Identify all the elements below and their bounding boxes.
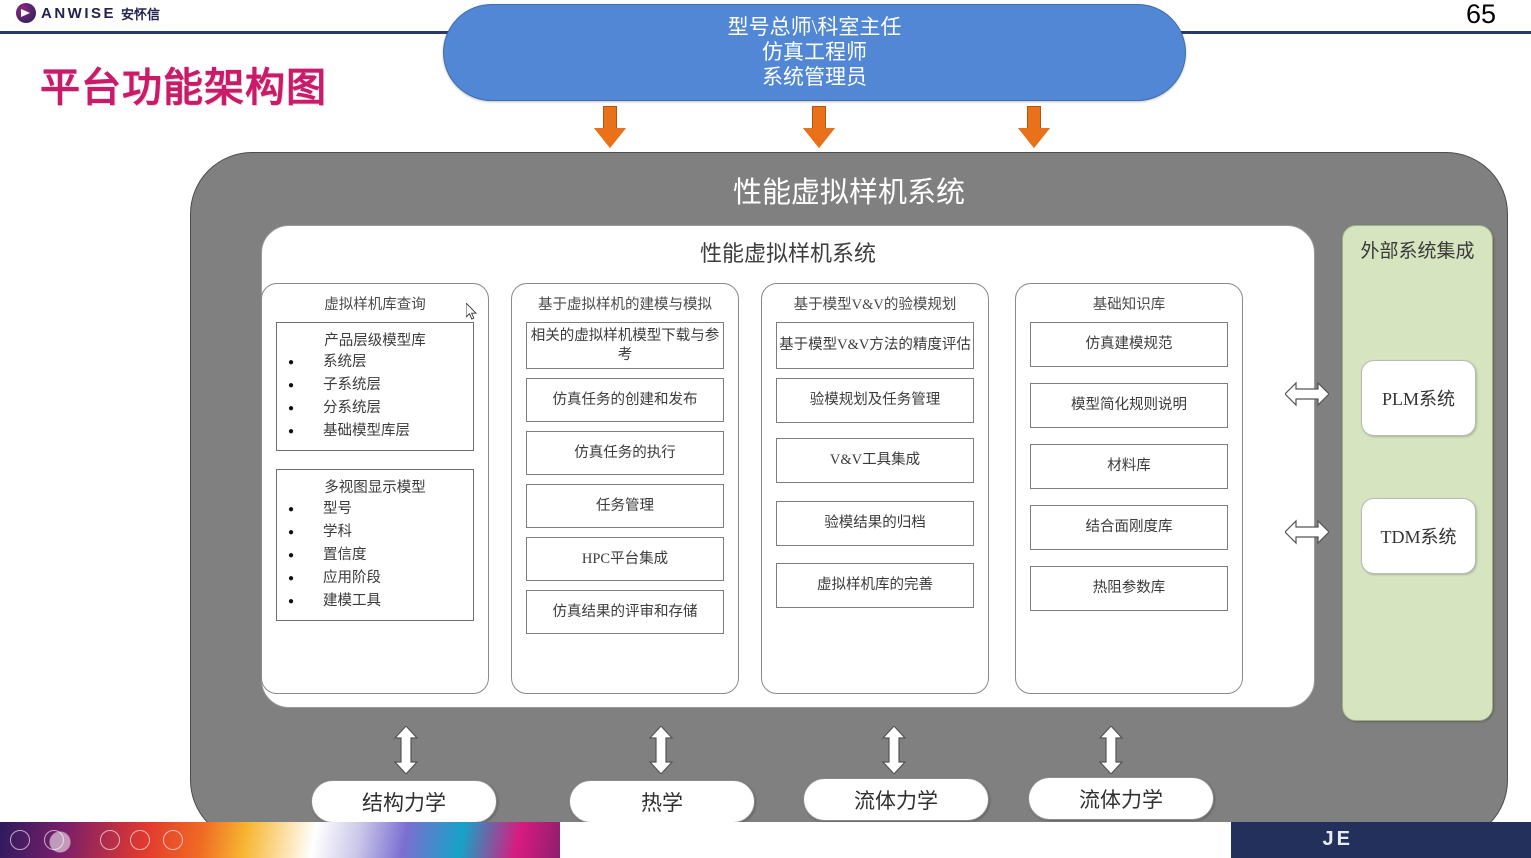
down-arrow-icon — [803, 106, 835, 148]
leaf-node[interactable]: 虚拟样机库的完善 — [776, 563, 974, 608]
external-systems-panel: 外部系统集成 PLM系统 TDM系统 — [1342, 225, 1493, 721]
leaf-node[interactable]: 验模结果的归档 — [776, 501, 974, 546]
discipline-box-structural[interactable]: 结构力学 — [311, 780, 497, 823]
brand-latin-text: ANWISE — [41, 4, 116, 22]
leaf-node[interactable]: V&V工具集成 — [776, 438, 974, 483]
left-right-arrow-icon — [1285, 381, 1329, 407]
page-title: 平台功能架构图 — [40, 66, 327, 110]
leaf-node[interactable]: 仿真结果的评审和存储 — [526, 590, 724, 634]
leaf-node[interactable]: 热阻参数库 — [1030, 566, 1228, 611]
discipline-box-fluid-2[interactable]: 流体力学 — [1028, 777, 1214, 820]
external-system-tdm[interactable]: TDM系统 — [1361, 498, 1476, 574]
column-header: 基于虚拟样机的建模与模拟 — [538, 297, 712, 313]
brand-cn-text: 安怀信 — [121, 6, 161, 22]
leaf-node[interactable]: 材料库 — [1030, 444, 1228, 489]
up-down-arrow-icon — [393, 725, 419, 775]
leaf-node[interactable]: 验模规划及任务管理 — [776, 378, 974, 423]
list-item: 基础模型库层 — [281, 420, 469, 443]
leaf-node[interactable]: 结合面刚度库 — [1030, 505, 1228, 550]
column-header: 基于模型V&V的验模规划 — [793, 297, 957, 313]
container-title: 性能虚拟样机系统 — [732, 177, 965, 209]
leaf-node[interactable]: 模型简化规则说明 — [1030, 383, 1228, 428]
leaf-node[interactable]: 基于模型V&V方法的精度评估 — [776, 322, 974, 369]
leaf-node[interactable]: 相关的虚拟样机模型下载与参考 — [526, 322, 724, 369]
list-item: 学科 — [281, 521, 469, 544]
role-line-2: 仿真工程师 — [762, 40, 867, 64]
leaf-node[interactable]: 仿真任务的执行 — [526, 431, 724, 475]
discipline-box-thermal[interactable]: 热学 — [569, 780, 755, 823]
up-down-arrow-icon — [648, 725, 674, 775]
taskbar-forward-icon[interactable] — [44, 830, 64, 850]
taskbar: JE — [0, 822, 1531, 858]
column-header: 基础知识库 — [1092, 297, 1166, 313]
list-item: 置信度 — [281, 544, 469, 567]
discipline-box-fluid-1[interactable]: 流体力学 — [803, 778, 989, 821]
left-right-arrow-icon — [1285, 519, 1329, 545]
leaf-node[interactable]: 仿真任务的创建和发布 — [526, 378, 724, 422]
column-header: 虚拟样机库查询 — [324, 297, 426, 313]
anwise-logo: ANWISE 安怀信 — [16, 3, 160, 23]
taskbar-background — [560, 822, 1231, 858]
group-title: 多视图显示模型 — [324, 480, 426, 496]
column-virtual-prototype-query[interactable]: 虚拟样机库查询 产品层级模型库 系统层 子系统层 分系统层 基础模型库层 多视图… — [261, 283, 489, 694]
leaf-node[interactable]: 任务管理 — [526, 484, 724, 528]
column-modeling-simulation[interactable]: 基于虚拟样机的建模与模拟 相关的虚拟样机模型下载与参考 仿真任务的创建和发布 仿… — [511, 283, 739, 694]
list-item: 建模工具 — [281, 590, 469, 613]
role-line-3: 系统管理员 — [762, 65, 867, 89]
external-system-plm[interactable]: PLM系统 — [1361, 360, 1476, 436]
external-systems-title: 外部系统集成 — [1360, 241, 1475, 262]
roles-box: 型号总师\科室主任 仿真工程师 系统管理员 — [443, 4, 1186, 101]
list-item: 分系统层 — [281, 397, 469, 420]
down-arrow-icon — [1018, 106, 1050, 148]
taskbar-wallpaper-strip — [0, 822, 560, 858]
taskbar-home-icon[interactable] — [100, 830, 120, 850]
inner-panel-title: 性能虚拟样机系统 — [699, 241, 876, 266]
up-down-arrow-icon — [1098, 725, 1124, 775]
taskbar-back-icon[interactable] — [10, 830, 30, 850]
taskbar-partial-label: JE — [1322, 828, 1353, 850]
leaf-node[interactable]: HPC平台集成 — [526, 537, 724, 581]
taskbar-right-panel — [1231, 822, 1531, 858]
up-down-arrow-icon — [881, 725, 907, 775]
anwise-logo-icon — [16, 3, 36, 23]
list-item: 型号 — [281, 498, 469, 521]
role-line-1: 型号总师\科室主任 — [727, 15, 902, 39]
group-multiview-display-model: 多视图显示模型 型号 学科 置信度 应用阶段 建模工具 — [276, 469, 474, 621]
down-arrow-icon — [594, 106, 626, 148]
column-knowledge-base[interactable]: 基础知识库 仿真建模规范 模型简化规则说明 材料库 结合面刚度库 热阻参数库 — [1015, 283, 1243, 694]
taskbar-app-icon[interactable] — [163, 830, 183, 850]
column-vv-verification-planning[interactable]: 基于模型V&V的验模规划 基于模型V&V方法的精度评估 验模规划及任务管理 V&… — [761, 283, 989, 694]
list-item: 子系统层 — [281, 374, 469, 397]
list-item: 应用阶段 — [281, 567, 469, 590]
search-icon[interactable] — [130, 830, 150, 850]
mouse-cursor-icon — [466, 303, 478, 320]
list-item: 系统层 — [281, 351, 469, 374]
leaf-node[interactable]: 仿真建模规范 — [1030, 322, 1228, 367]
group-product-model-library: 产品层级模型库 系统层 子系统层 分系统层 基础模型库层 — [276, 322, 474, 451]
group-title: 产品层级模型库 — [324, 333, 426, 349]
page-number: 65 — [1465, 0, 1496, 29]
